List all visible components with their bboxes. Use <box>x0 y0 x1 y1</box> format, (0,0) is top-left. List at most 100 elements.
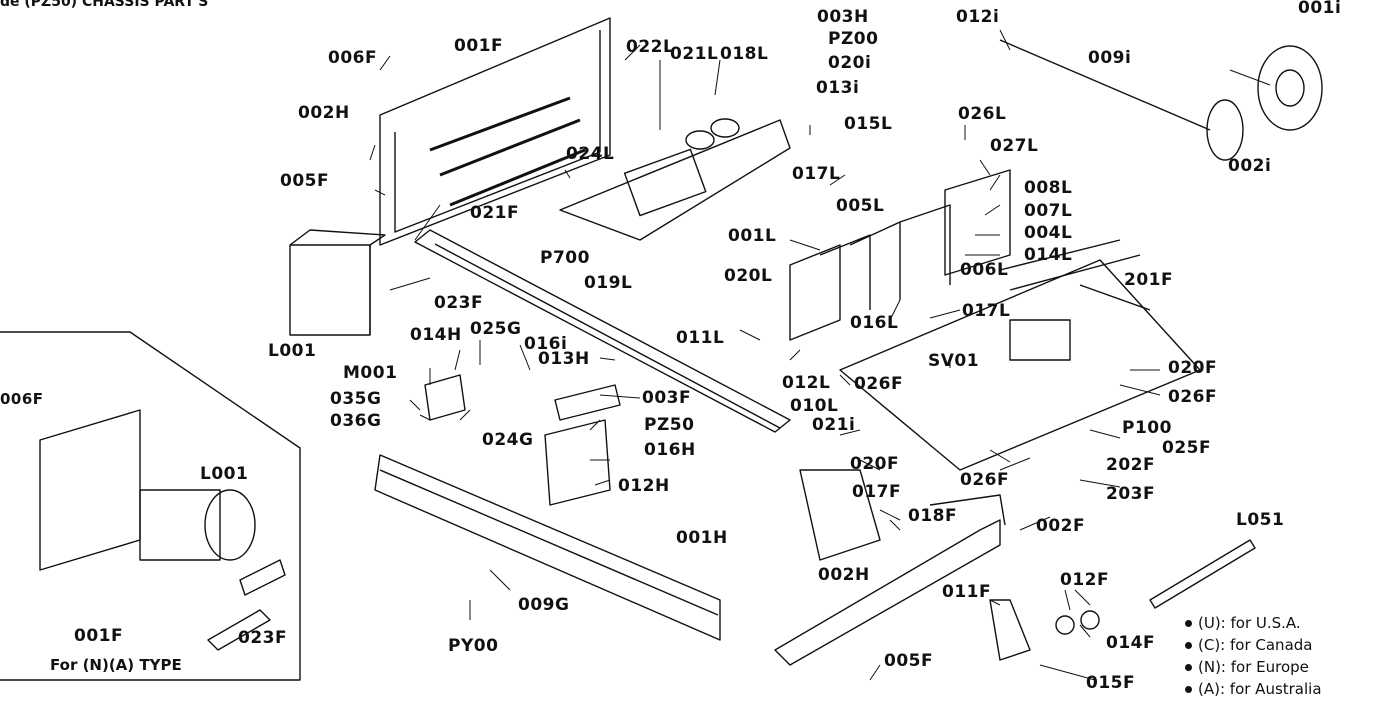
part-label-012H: 012H <box>618 476 670 496</box>
front-rail-003F <box>414 229 791 433</box>
rotary-switch-201F <box>1009 319 1071 361</box>
part-label-026L: 026L <box>958 104 1007 124</box>
inset-transformer <box>139 489 221 561</box>
part-label-005L: 005L <box>836 196 885 216</box>
part-label-016L: 016L <box>850 313 899 333</box>
region-legend: (U): for U.S.A. (C): for Canada (N): for… <box>1185 612 1322 700</box>
bracket-007L <box>944 169 1011 276</box>
motor-M001 <box>424 374 466 421</box>
part-label-013H: 013H <box>538 349 590 369</box>
inset-label-023F: 023F <box>238 628 288 648</box>
part-label-019L: 019L <box>584 273 633 293</box>
pcb-P700 <box>559 119 791 241</box>
part-label-024L: 024L <box>566 144 615 164</box>
part-label-021i: 021i <box>812 415 856 435</box>
inset-label-001F: 001F <box>74 626 124 646</box>
part-label-020F-b: 020F <box>850 454 900 474</box>
part-label-009i: 009i <box>1088 48 1132 68</box>
part-label-015L: 015L <box>844 114 893 134</box>
pcb-P100 <box>839 259 1201 471</box>
part-label-017F: 017F <box>852 482 902 502</box>
part-label-017L: 017L <box>792 164 841 184</box>
part-label-PZ00: PZ00 <box>828 29 879 49</box>
part-label-001L: 001L <box>728 226 777 246</box>
part-label-027L: 027L <box>990 136 1039 156</box>
part-label-020F: 020F <box>1168 358 1218 378</box>
legend-item: (A): for Australia <box>1185 678 1322 700</box>
part-label-014H: 014H <box>410 325 462 345</box>
inset-border <box>0 331 301 681</box>
part-label-003F: 003F <box>642 388 692 408</box>
part-label-L051: L051 <box>1236 510 1285 530</box>
part-label-003H: 003H <box>817 7 869 27</box>
part-label-026F: 026F <box>854 374 904 394</box>
part-label-L001: L001 <box>268 341 317 361</box>
bullet-icon <box>1185 686 1192 693</box>
part-label-022L: 022L <box>626 37 675 57</box>
part-label-004L: 004L <box>1024 223 1073 243</box>
part-label-001H: 001H <box>676 528 728 548</box>
part-label-001F: 001F <box>454 36 504 56</box>
part-label-016i: 016i <box>524 334 568 354</box>
part-label-020i: 020i <box>828 53 872 73</box>
part-label-203F: 203F <box>1106 484 1156 504</box>
diagram-header: de (PZ50) CHASSIS PART'S <box>0 0 209 10</box>
transformer-L001 <box>289 244 371 336</box>
inset-label-L001: L001 <box>200 464 249 484</box>
part-label-010L: 010L <box>790 396 839 416</box>
part-label-021F: 021F <box>470 203 520 223</box>
part-label-021L: 021L <box>670 44 719 64</box>
part-label-014F: 014F <box>1106 633 1156 653</box>
part-label-017L-b: 017L <box>962 301 1011 321</box>
gear-002i <box>1206 99 1244 161</box>
part-label-024G: 024G <box>482 430 534 450</box>
part-label-036G: 036G <box>330 411 382 431</box>
part-label-026F-c: 026F <box>960 470 1010 490</box>
part-label-012F: 012F <box>1060 570 1110 590</box>
bracket-011F <box>989 599 1031 661</box>
bottom-chassis-002F <box>774 519 1001 666</box>
inset-caption: For (N)(A) TYPE <box>50 656 182 674</box>
part-label-018F: 018F <box>908 506 958 526</box>
part-label-005F: 005F <box>280 171 330 191</box>
part-label-PZ50: PZ50 <box>644 415 695 435</box>
part-label-P100: P100 <box>1122 418 1172 438</box>
bracket-012H <box>544 419 611 506</box>
side-panel-001F <box>379 17 611 246</box>
part-label-020L: 020L <box>724 266 773 286</box>
part-label-P700: P700 <box>540 248 590 268</box>
front-panel-001H <box>374 454 721 641</box>
part-label-002i: 002i <box>1228 156 1272 176</box>
part-label-012i: 012i <box>956 7 1000 27</box>
part-label-002H-b: 002H <box>818 565 870 585</box>
part-label-002F: 002F <box>1036 516 1086 536</box>
part-label-008L: 008L <box>1024 178 1073 198</box>
coil-rod-L051 <box>1149 539 1256 609</box>
bullet-icon <box>1185 642 1192 649</box>
part-label-012L: 012L <box>782 373 831 393</box>
part-label-006F: 006F <box>328 48 378 68</box>
part-label-015F: 015F <box>1086 673 1136 693</box>
part-label-013i: 013i <box>816 78 860 98</box>
part-label-007L: 007L <box>1024 201 1073 221</box>
bracket-017F <box>799 469 881 561</box>
bullet-icon <box>1185 664 1192 671</box>
dial-string-009i <box>999 39 1211 131</box>
part-label-023F: 023F <box>434 293 484 313</box>
legend-item: (N): for Europe <box>1185 656 1322 678</box>
part-label-006L: 006L <box>960 260 1009 280</box>
ic-block <box>623 148 707 217</box>
part-label-002H: 002H <box>298 103 350 123</box>
part-label-025G: 025G <box>470 319 522 339</box>
part-label-035G: 035G <box>330 389 382 409</box>
inset-label-006F: 006F <box>0 390 44 408</box>
part-label-001i: 001i <box>1298 0 1342 18</box>
part-label-M001: M001 <box>343 363 398 383</box>
part-label-SV01: SV01 <box>928 351 980 371</box>
part-label-026F-b: 026F <box>1168 387 1218 407</box>
part-label-025F: 025F <box>1162 438 1212 458</box>
part-label-201F: 201F <box>1124 270 1174 290</box>
part-label-018L: 018L <box>720 44 769 64</box>
